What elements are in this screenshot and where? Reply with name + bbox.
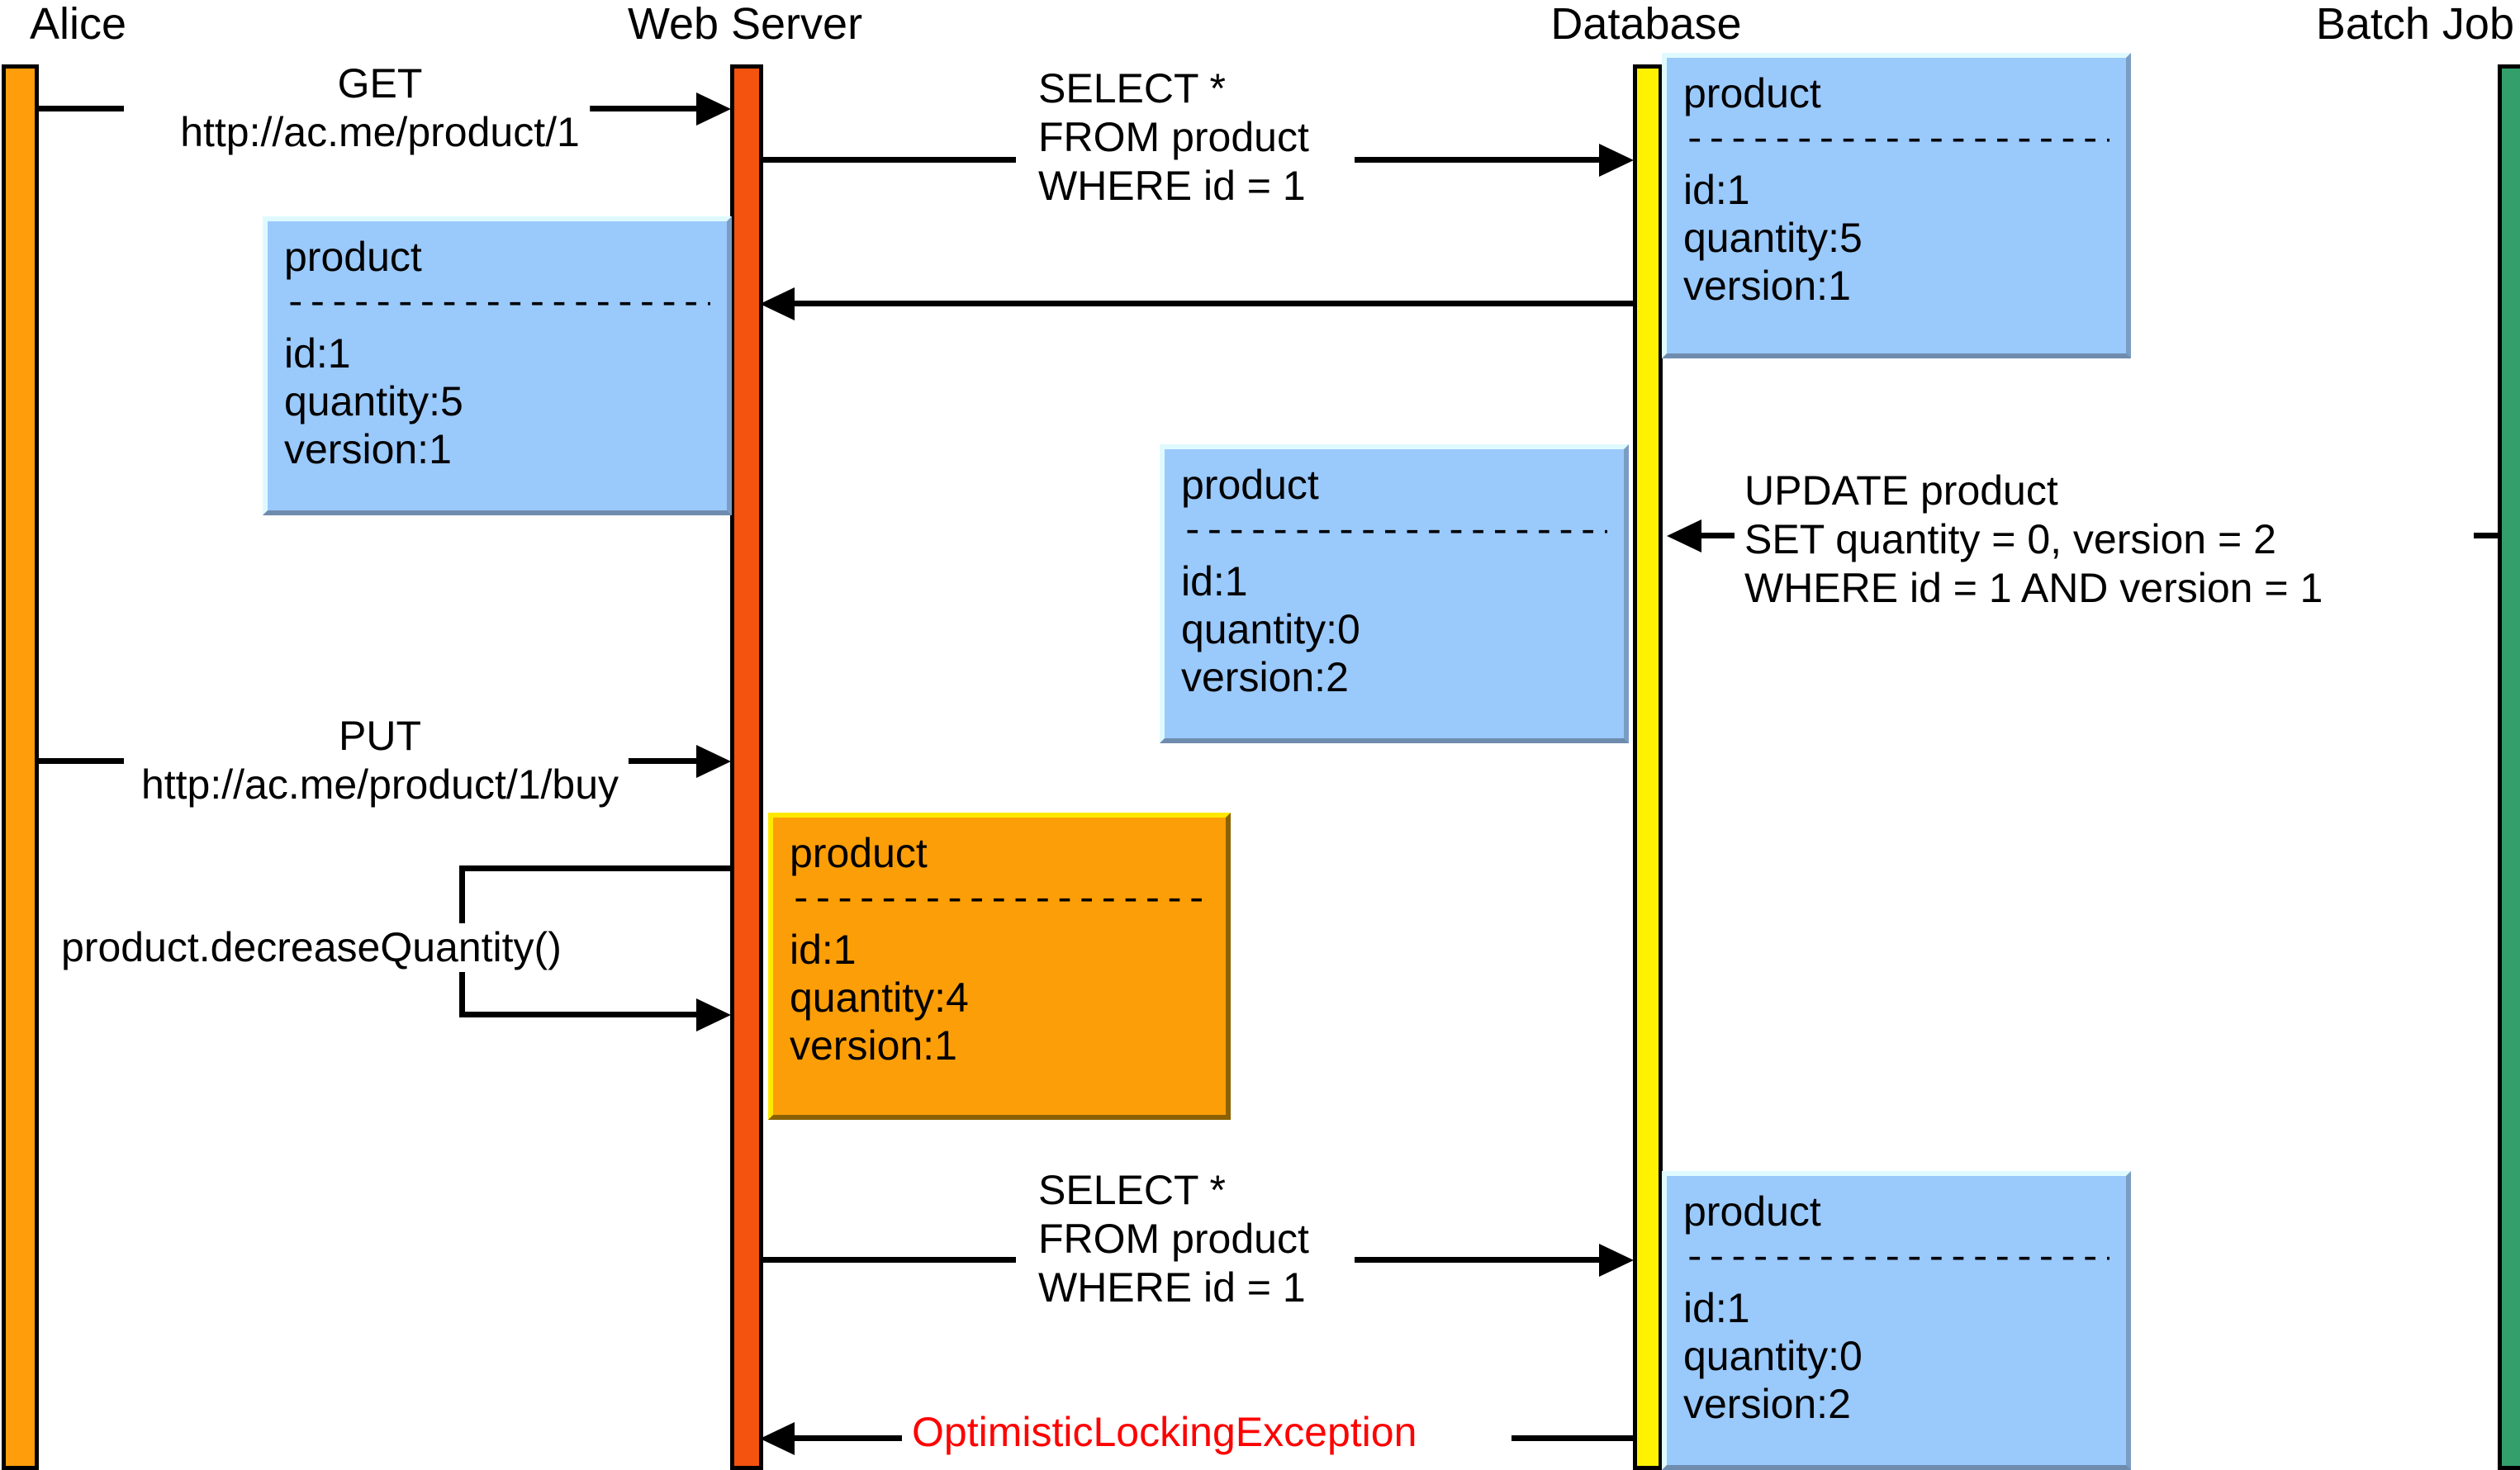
note-n4-title: product — [790, 830, 928, 876]
participant-header-alice: Alice — [30, 0, 127, 49]
participant-header-web-server: Web Server — [627, 0, 863, 49]
note-n5-field-quantity: quantity:0 — [1683, 1333, 1863, 1380]
note-n2-field-id: id:1 — [1683, 167, 1750, 214]
note-n5-field-version: version:2 — [1683, 1381, 1851, 1428]
lifeline-web-server[interactable] — [730, 64, 763, 1470]
note-n2-field-version: version:1 — [1683, 263, 1851, 310]
message-m7-line-left — [760, 1257, 1016, 1263]
note-n2-field-quantity: quantity:5 — [1683, 215, 1863, 262]
note-n4-field-version: version:1 — [790, 1022, 957, 1069]
note-n4-field-id: id:1 — [790, 927, 857, 974]
note-n3-title: product — [1181, 462, 1319, 508]
message-m8-line-left — [795, 1435, 902, 1441]
message-m2-line-2: FROM product — [1038, 114, 1309, 160]
note-n4-field-quantity: quantity:4 — [790, 974, 969, 1022]
message-m1-label: GET http://ac.me/product/1 — [170, 59, 590, 157]
message-m4-arrowhead — [1667, 519, 1701, 552]
note-n2-title: product — [1683, 70, 1821, 116]
note-n1: product ----------------------------- id… — [263, 216, 732, 515]
message-m7-label: SELECT * FROM product WHERE id = 1 — [1028, 1166, 1319, 1312]
message-m1-line-left — [37, 106, 124, 111]
message-m4-line-left — [1701, 533, 1736, 538]
note-n1-field-quantity: quantity:5 — [284, 378, 463, 425]
note-n1-field-id: id:1 — [284, 330, 351, 377]
note-n5-separator: ----------------------------- — [1683, 1237, 2109, 1280]
note-n5-title: product — [1683, 1188, 1821, 1235]
message-m1-line-right — [529, 106, 723, 111]
message-m7-line-1: SELECT * — [1038, 1167, 1226, 1213]
note-n3-separator: ----------------------------- — [1181, 510, 1607, 553]
message-m8-line-right — [1512, 1435, 1634, 1441]
note-n3-field-id: id:1 — [1181, 558, 1248, 605]
message-m4-label: UPDATE product SET quantity = 0, version… — [1735, 467, 2333, 613]
participant-header-database: Database — [1550, 0, 1742, 49]
lifeline-batch-job[interactable] — [2498, 64, 2520, 1470]
lifeline-alice[interactable] — [2, 64, 39, 1470]
message-m1-arrowhead — [696, 92, 731, 126]
message-m5-line-2: http://ac.me/product/1/buy — [140, 761, 619, 808]
message-m4-line-3: WHERE id = 1 AND version = 1 — [1744, 565, 2323, 611]
lifeline-database[interactable] — [1633, 64, 1663, 1470]
participant-header-batch-job: Batch Job — [2315, 0, 2514, 49]
message-m6-label: product.decreaseQuantity() — [51, 923, 572, 972]
note-n4-separator: ----------------------------- — [790, 879, 1209, 922]
message-m2-line-left — [760, 157, 1016, 163]
message-m7-arrowhead — [1599, 1244, 1634, 1277]
note-n2-separator: ----------------------------- — [1683, 119, 2109, 162]
message-m5-line-1: PUT — [338, 713, 421, 759]
message-m7-line-right — [1355, 1257, 1602, 1263]
message-m1-line-2: http://ac.me/product/1 — [180, 109, 580, 155]
note-n3-field-quantity: quantity:0 — [1181, 606, 1360, 653]
note-n5: product ----------------------------- id… — [1662, 1171, 2131, 1470]
message-m2-line-3: WHERE id = 1 — [1038, 163, 1306, 209]
message-m6-arrowhead — [696, 998, 731, 1031]
note-n1-title: product — [284, 234, 422, 280]
message-m3-arrowhead — [760, 287, 795, 320]
message-m6-line-bottom — [459, 1012, 699, 1017]
message-m1-line-1: GET — [337, 60, 423, 107]
message-m2-line-1: SELECT * — [1038, 65, 1226, 111]
message-m4-line-2: SET quantity = 0, version = 2 — [1744, 516, 2276, 562]
message-m2-line-right — [1355, 157, 1602, 163]
message-m5-line-left — [37, 758, 124, 764]
message-m5-line-right — [570, 758, 723, 764]
message-m5-arrowhead — [696, 745, 731, 778]
note-n3: product ----------------------------- id… — [1160, 444, 1629, 743]
message-m4-line-right — [2474, 533, 2500, 538]
message-m3-line — [795, 301, 1634, 306]
note-n2: product ----------------------------- id… — [1662, 53, 2131, 358]
message-m7-line-3: WHERE id = 1 — [1038, 1264, 1306, 1311]
note-n3-field-version: version:2 — [1181, 654, 1349, 701]
note-n5-field-id: id:1 — [1683, 1285, 1750, 1332]
message-m4-line-1: UPDATE product — [1744, 467, 2058, 514]
note-n1-separator: ----------------------------- — [284, 282, 710, 325]
note-n1-field-version: version:1 — [284, 426, 452, 473]
message-m5-label: PUT http://ac.me/product/1/buy — [131, 712, 629, 809]
message-m6-line-top — [459, 865, 732, 871]
message-m8-label: OptimisticLockingException — [902, 1408, 1427, 1457]
message-m2-arrowhead — [1599, 144, 1634, 177]
message-m8-arrowhead — [760, 1422, 795, 1455]
note-n4: product ----------------------------- id… — [768, 813, 1231, 1120]
message-m7-line-2: FROM product — [1038, 1216, 1309, 1262]
message-m2-label: SELECT * FROM product WHERE id = 1 — [1028, 64, 1319, 211]
